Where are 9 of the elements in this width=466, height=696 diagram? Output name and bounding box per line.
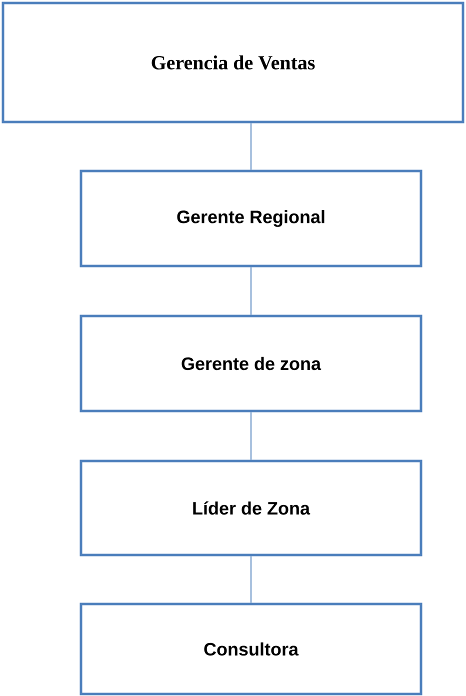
connector-line [250, 266, 252, 316]
connector-line [250, 556, 252, 604]
org-box: Consultora [80, 602, 422, 696]
org-box: Gerente de zona [80, 314, 422, 412]
connector-line [250, 122, 252, 170]
connector-line [250, 412, 252, 460]
org-box: Gerencia de Ventas [2, 2, 464, 124]
org-box: Gerente Regional [80, 170, 422, 268]
org-box: Líder de Zona [80, 460, 422, 556]
